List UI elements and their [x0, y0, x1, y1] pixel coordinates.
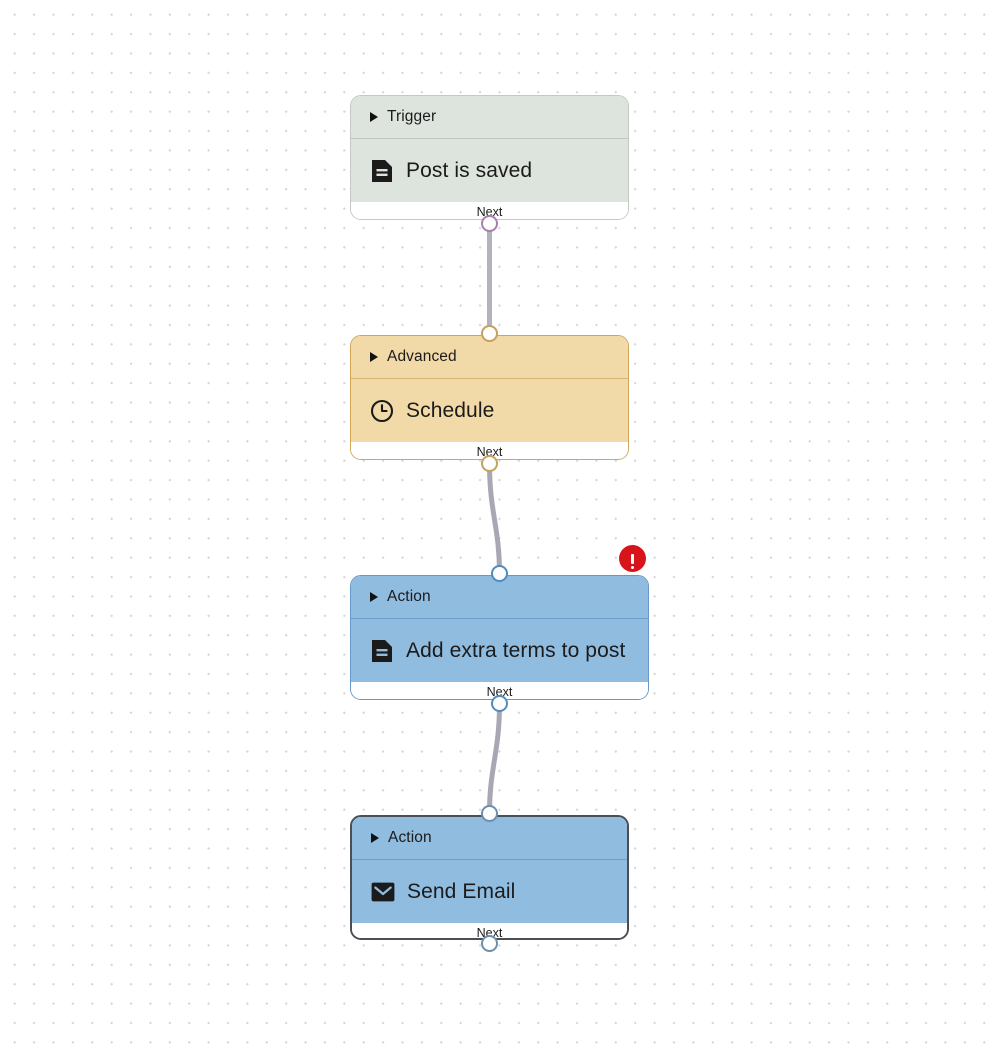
- node-input-port-advanced[interactable]: [481, 325, 498, 342]
- node-divider: [351, 618, 648, 619]
- node-category-label: Trigger: [387, 108, 437, 125]
- workflow-node-advanced[interactable]: Advanced Schedule Next: [350, 335, 629, 460]
- workflow-node-trigger[interactable]: Trigger Post is saved Next: [350, 95, 629, 220]
- node-title: Post is saved: [406, 158, 533, 182]
- chevron-right-icon[interactable]: [370, 352, 378, 362]
- node-category-label: Advanced: [387, 348, 457, 365]
- chevron-right-icon[interactable]: [371, 833, 379, 843]
- node-divider: [352, 859, 627, 860]
- chevron-right-icon[interactable]: [370, 592, 378, 602]
- node-title: Add extra terms to post: [406, 638, 626, 662]
- node-output-port-advanced[interactable]: [481, 455, 498, 472]
- node-body-advanced[interactable]: Schedule: [351, 379, 628, 442]
- node-header-advanced[interactable]: Advanced: [351, 336, 628, 378]
- connector-action-to-send-email: [487, 701, 502, 816]
- node-divider: [351, 378, 628, 379]
- node-category-label: Action: [388, 829, 432, 846]
- exclamation-icon: [630, 553, 635, 570]
- node-title: Send Email: [407, 879, 516, 903]
- workflow-node-action-send-email[interactable]: Action Send Email Next: [350, 815, 629, 940]
- node-input-port-send-email[interactable]: [481, 805, 498, 822]
- node-header-action[interactable]: Action: [351, 576, 648, 618]
- chevron-right-icon[interactable]: [370, 112, 378, 122]
- node-output-port-trigger[interactable]: [481, 215, 498, 232]
- document-icon: [370, 639, 394, 663]
- node-category-label: Action: [387, 588, 431, 605]
- connector-advanced-to-action: [487, 461, 502, 576]
- node-input-port-action-add-terms[interactable]: [491, 565, 508, 582]
- node-body-trigger[interactable]: Post is saved: [351, 139, 628, 202]
- document-icon: [370, 159, 394, 183]
- node-body-send-email[interactable]: Send Email: [352, 860, 627, 923]
- node-footer-next[interactable]: Next: [351, 202, 628, 219]
- node-error-badge[interactable]: [619, 545, 646, 572]
- clock-icon: [370, 399, 394, 423]
- node-footer-next[interactable]: Next: [352, 923, 627, 938]
- node-output-port-send-email[interactable]: [481, 935, 498, 952]
- node-footer-next[interactable]: Next: [351, 682, 648, 699]
- node-title: Schedule: [406, 398, 495, 422]
- envelope-icon: [371, 880, 395, 904]
- node-header-send-email[interactable]: Action: [352, 817, 627, 859]
- workflow-node-action-add-terms[interactable]: Action Add extra terms to post Next: [350, 575, 649, 700]
- node-divider: [351, 138, 628, 139]
- node-body-action[interactable]: Add extra terms to post: [351, 619, 648, 682]
- node-footer-next[interactable]: Next: [351, 442, 628, 459]
- node-header-trigger[interactable]: Trigger: [351, 96, 628, 138]
- node-output-port-action-add-terms[interactable]: [491, 695, 508, 712]
